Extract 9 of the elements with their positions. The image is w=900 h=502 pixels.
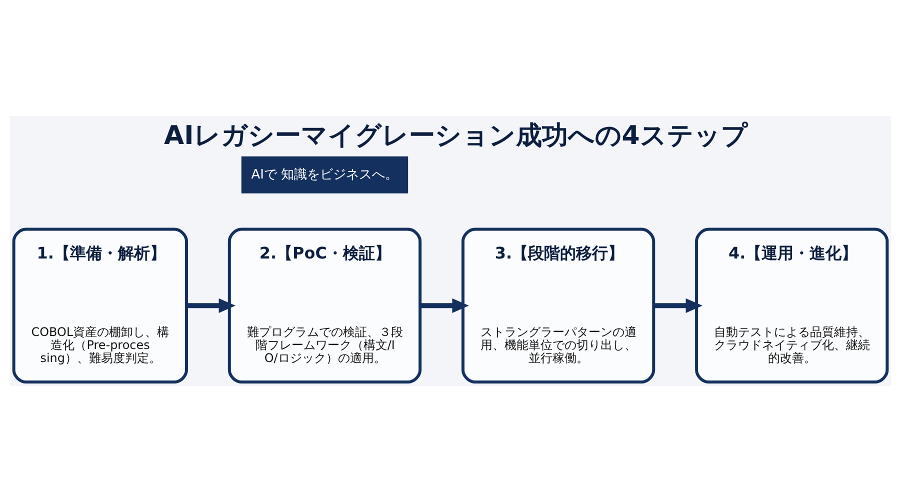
arrow [420, 298, 468, 313]
node-box: 1.【準備・解析】 COBOL資産の棚卸し、構造化（Pre-processing）、難易度判定。 [12, 228, 188, 384]
label: AIで 知識をビジネスへ。 [250, 167, 398, 182]
arrow [186, 298, 235, 313]
diagram-title: AIレガシーマイグレーション成功への4ステップ [164, 120, 748, 151]
node-box: 2.【PoC・検証】 難プログラムでの検証、３段階フレームワーク（構文/IO/ロジック）の適用。 [227, 228, 422, 384]
node-box: 4.【運用・進化】 自動テストによる品質維持、クラウドネイティブ化、継続的改善。 [694, 228, 888, 384]
node-box: 3.【段階的移行】 ストラングラーパターンの適用、機能単位での切り出し、並行稼働。 [460, 228, 655, 384]
arrow [653, 298, 702, 313]
